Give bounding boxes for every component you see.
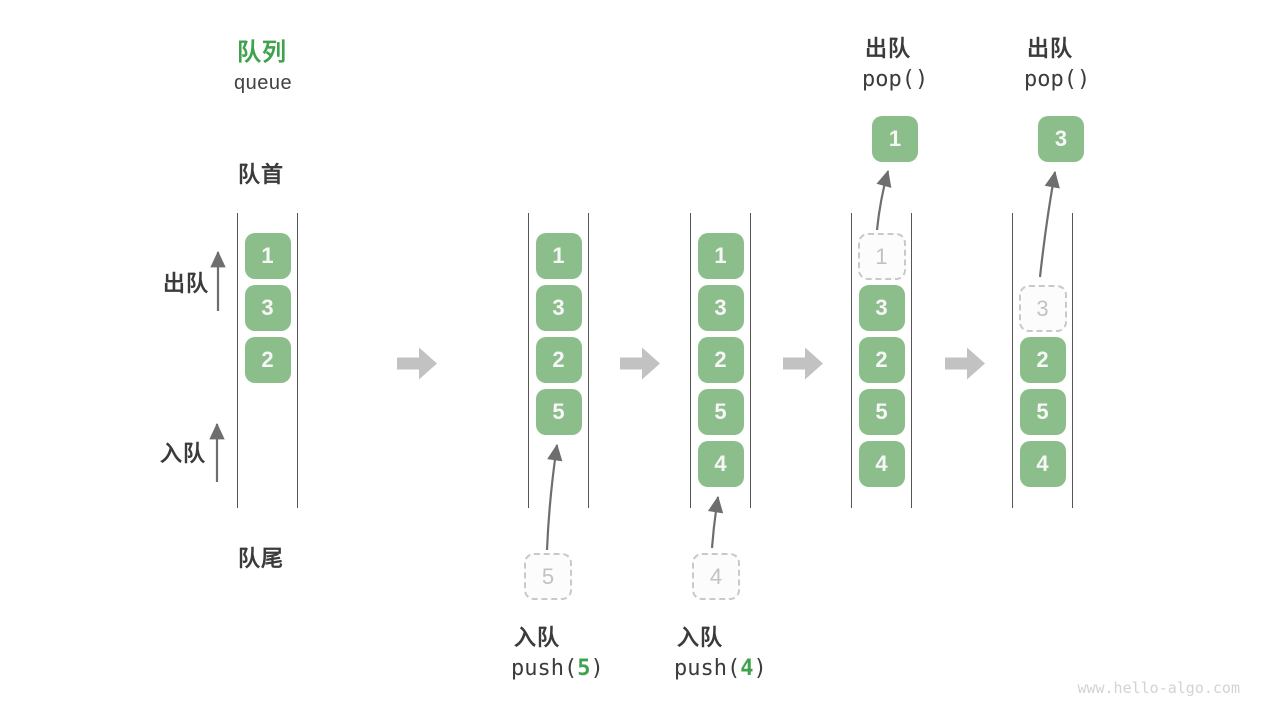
queue-item: 4 xyxy=(858,441,905,487)
queue-rear-label: 队尾 xyxy=(238,546,285,571)
block-arrow-icon xyxy=(945,347,985,380)
pending-item: 4 xyxy=(692,553,740,600)
operation-code: pop() xyxy=(1024,67,1091,92)
queue-item: 3 xyxy=(697,285,744,331)
block-arrow-icon xyxy=(783,347,823,380)
popped-item: 3 xyxy=(1038,116,1084,162)
queue-item: 1 xyxy=(535,233,582,279)
enqueue-side-label: 入队 xyxy=(160,441,207,466)
dequeue-side-label: 出队 xyxy=(163,271,210,296)
queue-front-label: 队首 xyxy=(238,162,285,187)
queue-item-ghost: 1 xyxy=(857,233,906,280)
operation-label: 入队 xyxy=(514,625,561,650)
operation-label: 出队 xyxy=(865,36,912,61)
queue-item: 5 xyxy=(535,389,582,435)
code-fn: push( xyxy=(511,656,578,681)
queue-item-ghost: 3 xyxy=(1018,285,1067,332)
code-close: ) xyxy=(753,656,767,681)
queue-item: 3 xyxy=(858,285,905,331)
diagram-title: 队列 xyxy=(237,39,287,66)
queue-item: 3 xyxy=(535,285,582,331)
code-arg: 5 xyxy=(577,656,591,681)
popped-item: 1 xyxy=(872,116,918,162)
queue-item: 4 xyxy=(697,441,744,487)
operation-code: pop() xyxy=(862,67,929,92)
queue-column-5: 3 2 5 4 xyxy=(1012,213,1073,508)
queue-column-1: 1 3 2 xyxy=(237,213,298,508)
operation-label: 出队 xyxy=(1027,36,1074,61)
queue-item: 2 xyxy=(697,337,744,383)
queue-item: 2 xyxy=(244,337,291,383)
code-arg: 4 xyxy=(740,656,754,681)
queue-column-2: 1 3 2 5 xyxy=(528,213,589,508)
queue-item: 5 xyxy=(858,389,905,435)
queue-item: 5 xyxy=(697,389,744,435)
block-arrow-icon xyxy=(620,347,660,380)
code-close: ) xyxy=(590,656,604,681)
watermark: www.hello-algo.com xyxy=(1077,679,1240,697)
queue-item: 1 xyxy=(244,233,291,279)
queue-item: 1 xyxy=(697,233,744,279)
queue-item: 2 xyxy=(858,337,905,383)
operation-code: push(4) xyxy=(674,656,767,681)
diagram-subtitle: queue xyxy=(234,72,293,94)
operation-code: push(5) xyxy=(511,656,604,681)
queue-item: 2 xyxy=(1019,337,1066,383)
queue-item: 3 xyxy=(244,285,291,331)
operation-label: 入队 xyxy=(677,625,724,650)
queue-column-3: 1 3 2 5 4 xyxy=(690,213,751,508)
queue-item: 4 xyxy=(1019,441,1066,487)
block-arrow-icon xyxy=(397,347,437,380)
queue-item: 5 xyxy=(1019,389,1066,435)
queue-column-4: 1 3 2 5 4 xyxy=(851,213,912,508)
code-fn: push( xyxy=(674,656,741,681)
queue-item: 2 xyxy=(535,337,582,383)
pending-item: 5 xyxy=(524,553,572,600)
